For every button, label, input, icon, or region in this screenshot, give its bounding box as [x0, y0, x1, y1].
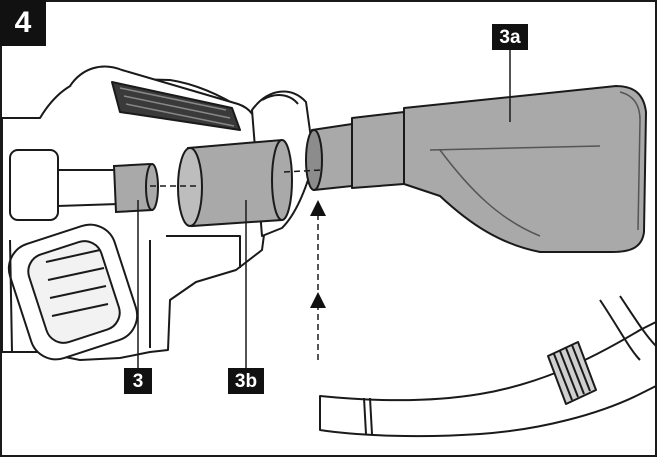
part-label-blower-tube: 3	[124, 368, 152, 394]
collection-hose	[319, 295, 657, 438]
insert-arrows	[310, 200, 326, 308]
step-number-badge: 4	[0, 0, 46, 46]
leader-lines	[137, 50, 511, 368]
alignment-guides	[150, 169, 323, 360]
part-label-adapter-tube: 3b	[228, 368, 264, 394]
vacuum-nozzle	[305, 85, 647, 253]
adapter-tube	[177, 138, 293, 228]
arrow-up-icon	[310, 292, 326, 308]
arrow-up-icon	[310, 200, 326, 216]
blower-tube	[57, 162, 159, 214]
part-label-vacuum-nozzle: 3a	[492, 24, 528, 50]
